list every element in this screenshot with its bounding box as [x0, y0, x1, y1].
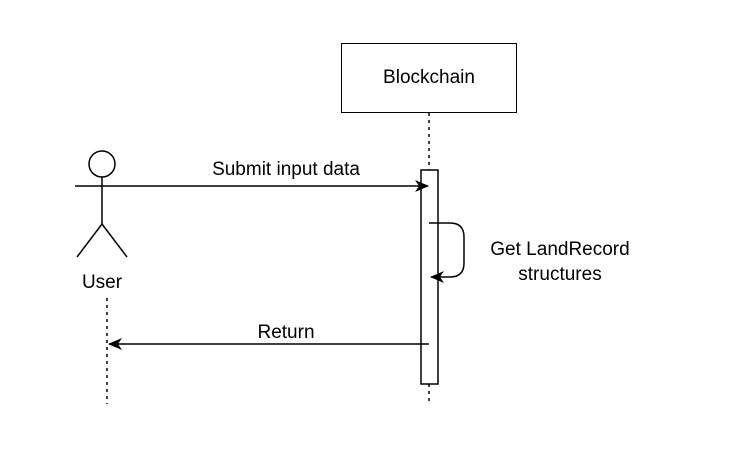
submit-message-label: Submit input data [212, 159, 360, 180]
self-call-label: Get LandRecord structures [490, 239, 630, 285]
user-actor-icon [75, 150, 129, 258]
return-message-label: Return [257, 322, 315, 343]
participant-label: Blockchain [383, 67, 475, 88]
self-call-arrow [429, 222, 465, 283]
participant-blockchain: Blockchain [341, 43, 517, 113]
actor-label: User [81, 272, 123, 293]
